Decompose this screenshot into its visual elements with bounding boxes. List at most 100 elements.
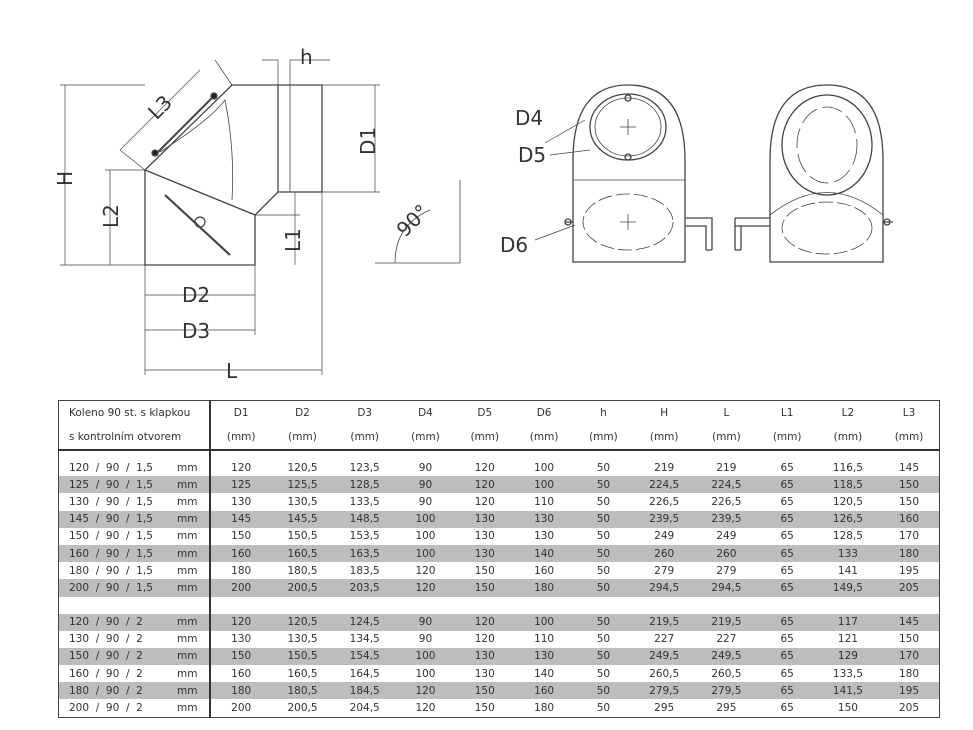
column-header: D3 — [357, 407, 373, 419]
label-h: h — [300, 45, 313, 69]
table-cell: 128,5 — [832, 530, 863, 543]
table-cell: 294,5 — [633, 579, 696, 597]
table-cell: 121 — [837, 633, 858, 646]
table-cell: 50 — [596, 667, 611, 680]
table-cell: 279 — [654, 564, 675, 577]
table-cell: 130,5 — [287, 495, 318, 508]
table-cell: 125,5 — [271, 476, 334, 494]
table-cell: 100 — [534, 461, 555, 474]
row-spec: 200 / 90 / 2 — [69, 702, 143, 715]
column-unit: (mm) — [210, 425, 272, 451]
table-cell: 141 — [837, 564, 858, 577]
table-cell: 150 — [879, 476, 940, 494]
row-spec: 180 / 90 / 1,5 — [69, 564, 153, 577]
row-spec: 180 / 90 / 2 — [69, 684, 143, 697]
table-cell: 239,5 — [633, 510, 696, 528]
table-cell: 200 — [231, 702, 252, 715]
table-cell: 180 — [514, 579, 574, 597]
row-spec: 145 / 90 / 1,5 — [69, 513, 153, 526]
row-spec: 200 / 90 / 1,5 — [69, 581, 153, 594]
row-label: 145 / 90 / 1,5 mm — [58, 510, 211, 528]
table-cell: 183,5 — [349, 564, 380, 577]
table-cell: 279,5 — [695, 682, 758, 700]
table-cell: 170 — [879, 647, 940, 666]
table-cell: 133,5 — [349, 495, 380, 508]
label-L: L — [226, 359, 238, 383]
column-unit: (mm) — [879, 425, 940, 451]
table-cell: 120 — [455, 476, 515, 494]
table-cell: 65 — [757, 510, 817, 528]
table-cell: 90 — [418, 633, 433, 646]
table-cell: 154,5 — [333, 647, 396, 666]
table-cell: 140 — [514, 544, 574, 563]
table-cell: 120,5 — [287, 461, 318, 474]
table-cell: 120,5 — [271, 613, 334, 631]
table-cell: 153,5 — [349, 530, 380, 543]
row-spec: 160 / 90 / 2 — [69, 667, 143, 680]
column-unit: (mm) — [695, 425, 758, 451]
table-cell: 110 — [534, 495, 555, 508]
row-spec: 120 / 90 / 1,5 — [69, 461, 153, 474]
table-cell: 295 — [716, 702, 737, 715]
table-cell: 145 — [210, 510, 272, 528]
column-unit: (mm) — [333, 425, 396, 451]
table-cell: 195 — [898, 564, 920, 577]
elbow-front-view — [534, 84, 713, 263]
column-header: L — [723, 407, 730, 419]
column-header: D2 — [295, 407, 310, 419]
table-cell: 50 — [573, 476, 634, 494]
table-cell: 130 — [231, 633, 252, 646]
table-cell: 149,5 — [816, 579, 880, 597]
table-cell: 50 — [573, 613, 634, 631]
table-cell: 150,5 — [287, 530, 318, 543]
table-cell: 100 — [415, 530, 436, 543]
table-cell: 50 — [596, 461, 611, 474]
row-unit: mm — [177, 513, 198, 526]
table-cell: 130 — [534, 530, 555, 543]
table-cell: 150 — [474, 702, 495, 715]
table-cell: 180 — [231, 564, 252, 577]
table-cell: 90 — [395, 613, 456, 631]
table-cell: 120 — [395, 682, 456, 700]
table-cell: 227 — [654, 633, 675, 646]
table-title-line2: s kontrolním otvorem — [58, 425, 211, 451]
row-spec: 130 / 90 / 1,5 — [69, 495, 153, 508]
column-header: L3 — [902, 407, 916, 419]
table-cell: 130 — [474, 667, 495, 680]
row-label: 130 / 90 / 1,5 mm — [58, 493, 211, 511]
table-cell: 50 — [573, 510, 634, 528]
table-cell: 219 — [716, 461, 737, 474]
row-unit: mm — [177, 616, 198, 629]
column-unit: (mm) — [395, 425, 456, 451]
table-cell: 260 — [695, 544, 758, 563]
table-cell: 226,5 — [711, 495, 742, 508]
table-cell: 160 — [879, 510, 940, 528]
table-cell: 65 — [757, 544, 817, 563]
row-unit: mm — [177, 495, 198, 508]
column-unit: (mm) — [271, 425, 334, 451]
label-L3: L3 — [143, 90, 177, 124]
column-header: h — [600, 407, 607, 419]
table-title-line1: Koleno 90 st. s klapkou — [58, 400, 211, 425]
table-cell: 120 — [474, 633, 495, 646]
table-cell: 130 — [231, 495, 252, 508]
table-cell: 65 — [757, 476, 817, 494]
row-unit: mm — [177, 547, 198, 560]
table-cell: 65 — [780, 495, 794, 508]
table-cell: 205 — [898, 702, 920, 715]
table-cell: 200,5 — [271, 579, 334, 597]
table-cell: 160 — [534, 564, 555, 577]
table-cell: 148,5 — [333, 510, 396, 528]
table-cell: 249,5 — [633, 647, 696, 666]
table-cell: 130 — [455, 647, 515, 666]
